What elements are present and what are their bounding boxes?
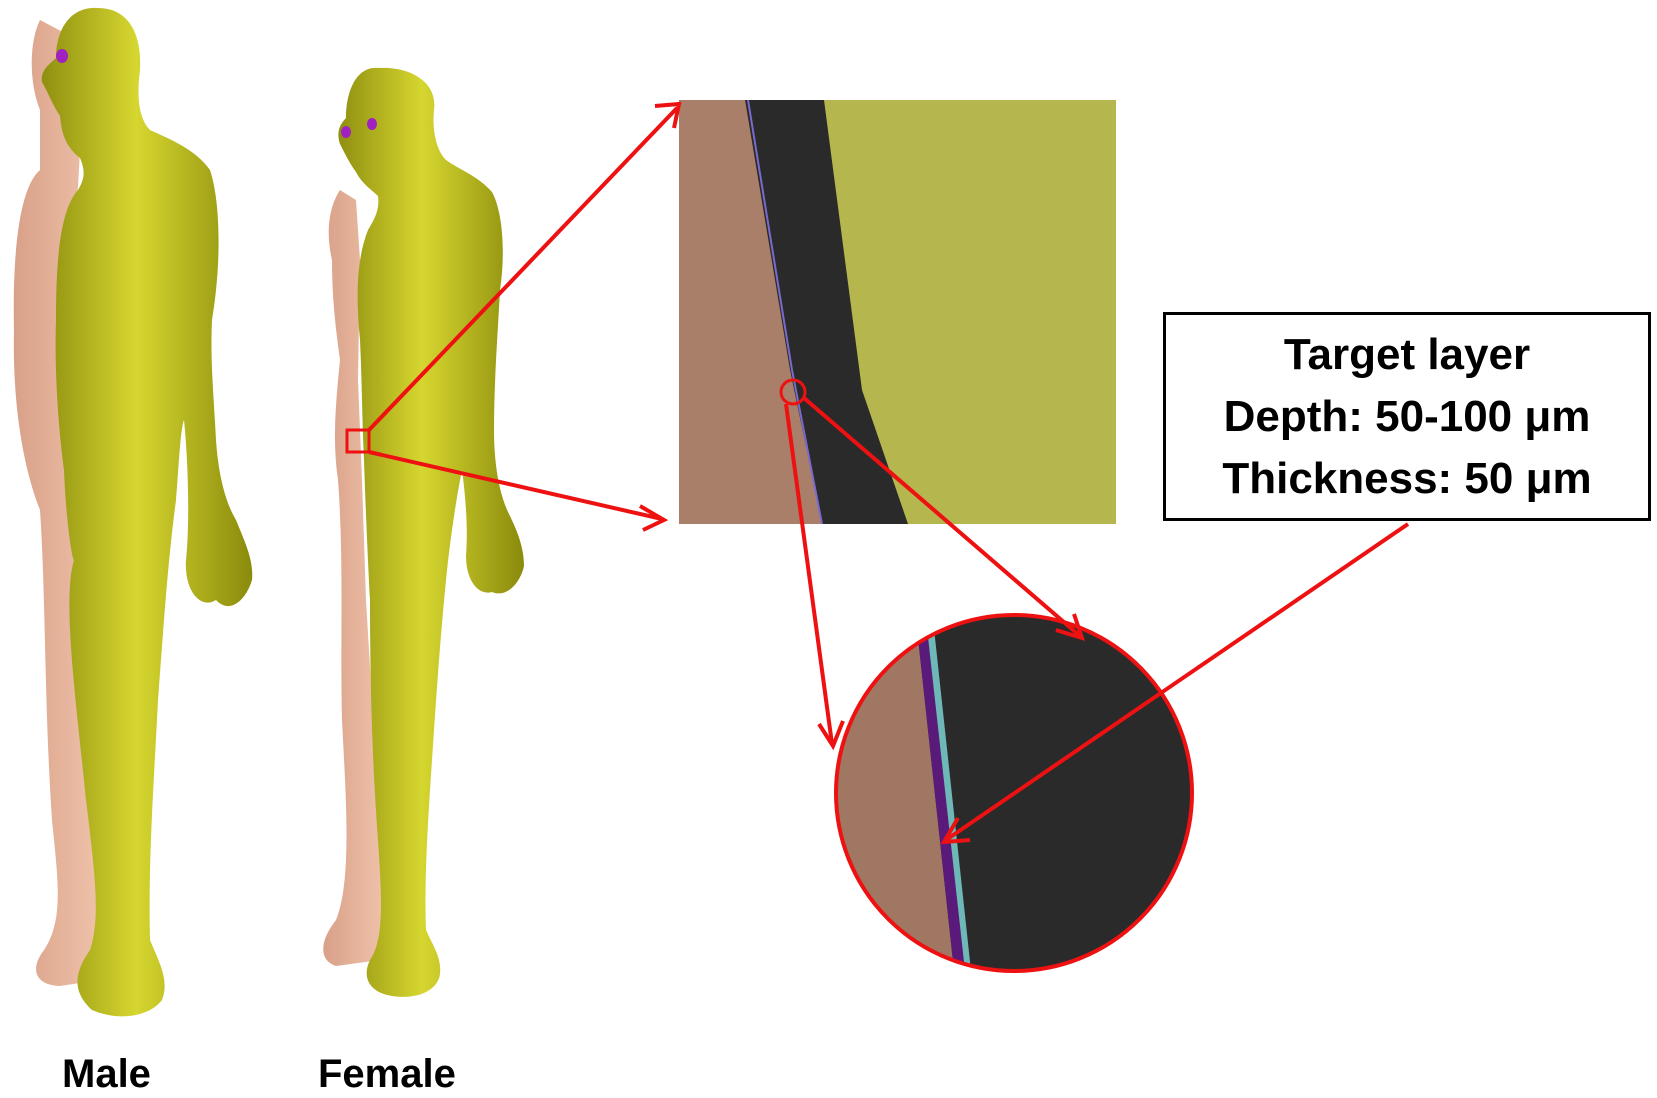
female-eye-right [367, 118, 377, 130]
male-eye-marker [56, 49, 68, 63]
male-label: Male [62, 1052, 151, 1097]
male-body-model [14, 8, 253, 1016]
zoom-panel [679, 100, 1116, 524]
female-body-model [323, 68, 524, 997]
target-layer-callout: Target layer Depth: 50-100 μm Thickness:… [1163, 312, 1651, 521]
female-eye-left [341, 126, 351, 138]
callout-depth: Depth: 50-100 μm [1224, 386, 1591, 448]
callout-title: Target layer [1284, 324, 1530, 386]
callout-thickness: Thickness: 50 μm [1222, 448, 1591, 510]
female-label: Female [318, 1052, 456, 1097]
